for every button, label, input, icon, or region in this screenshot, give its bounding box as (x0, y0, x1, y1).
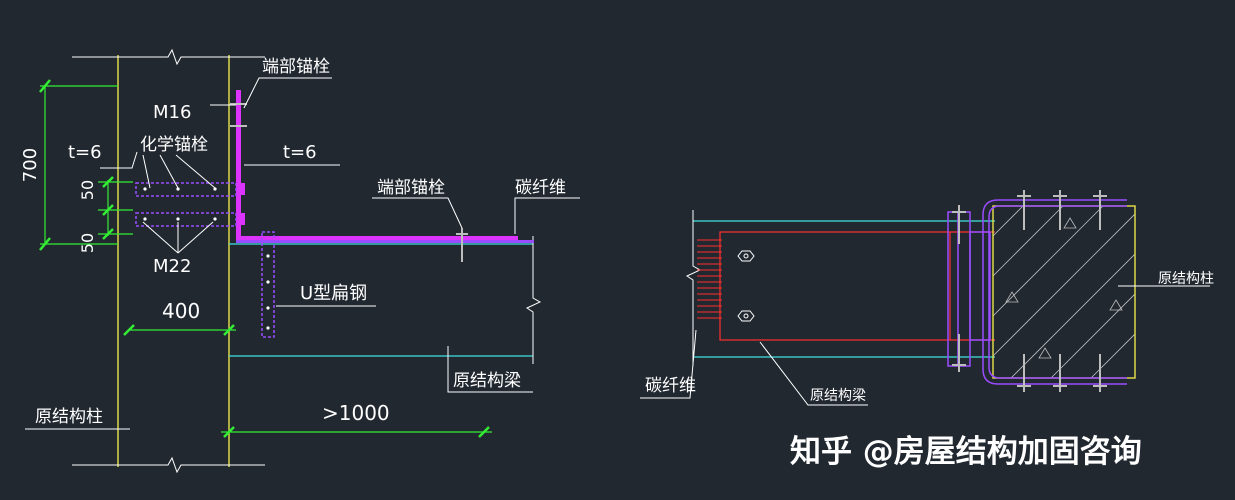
plan-bolts-column (1017, 190, 1107, 392)
end-anchor-top-label: 端部锚栓 (262, 57, 330, 77)
original-beam (229, 243, 533, 357)
chemical-anchor-label: 化学锚栓 (140, 135, 208, 155)
right-plan: 原结构柱 碳纤维 原结构梁 (640, 190, 1214, 406)
plan-column (992, 205, 1136, 379)
original-beam-right-label: 原结构梁 (810, 388, 866, 404)
column-break-lines (72, 48, 265, 474)
dimension-50b-text: 50 (78, 233, 97, 253)
left-labels: 700 50 50 t=6 M16 化学锚栓 端部锚栓 t=6 端部锚栓 碳纤维… (20, 57, 566, 427)
plan-beam-edges (693, 220, 995, 358)
dimension-50s (98, 176, 133, 240)
m22-label: M22 (153, 256, 191, 277)
u-flat-steel-label: U型扁钢 (300, 283, 367, 304)
m16-bolt-upper (230, 103, 247, 127)
dimension-1000-text: >1000 (322, 401, 390, 425)
plan-carbon-fiber (697, 239, 722, 319)
original-column-right-label: 原结构柱 (1158, 271, 1214, 287)
dimension-1000 (221, 426, 492, 438)
carbon-fiber-bottom-label: 碳纤维 (645, 376, 696, 396)
plan-nuts (737, 250, 755, 322)
original-beam-left-label: 原结构梁 (453, 371, 521, 391)
leader-lines-right (640, 285, 1210, 406)
right-labels: 原结构柱 碳纤维 原结构梁 (645, 271, 1214, 404)
plan-u-strap (982, 199, 1127, 385)
u-flat-steel (261, 231, 275, 338)
original-column (117, 55, 230, 467)
plan-bolts-vertical (952, 205, 966, 372)
original-column-left-label: 原结构柱 (35, 407, 103, 427)
plan-beam-break (685, 210, 702, 366)
chemical-anchor-plates (135, 182, 237, 227)
carbon-fiber-top-label: 碳纤维 (515, 178, 566, 198)
end-anchor-bolt-beam (456, 228, 468, 262)
steel-angle (236, 90, 534, 243)
dimension-400-text: 400 (162, 299, 200, 323)
beam-end-break (525, 236, 542, 364)
dimension-400 (123, 324, 236, 336)
t6-mid-label: t=6 (283, 142, 317, 163)
end-anchor-mid-label: 端部锚栓 (377, 178, 445, 198)
leader-lines-left (25, 77, 580, 430)
m16-label: M16 (153, 102, 191, 123)
watermark: 知乎 @房屋结构加固咨询 (790, 434, 1142, 470)
dimension-50a-text: 50 (78, 180, 97, 200)
t6-left-label: t=6 (68, 142, 102, 163)
dimension-700 (39, 79, 118, 251)
plan-beam-red (719, 231, 995, 341)
dimension-700-text: 700 (20, 148, 41, 182)
left-elevation: 700 50 50 t=6 M16 化学锚栓 端部锚栓 t=6 端部锚栓 碳纤维… (20, 48, 580, 474)
